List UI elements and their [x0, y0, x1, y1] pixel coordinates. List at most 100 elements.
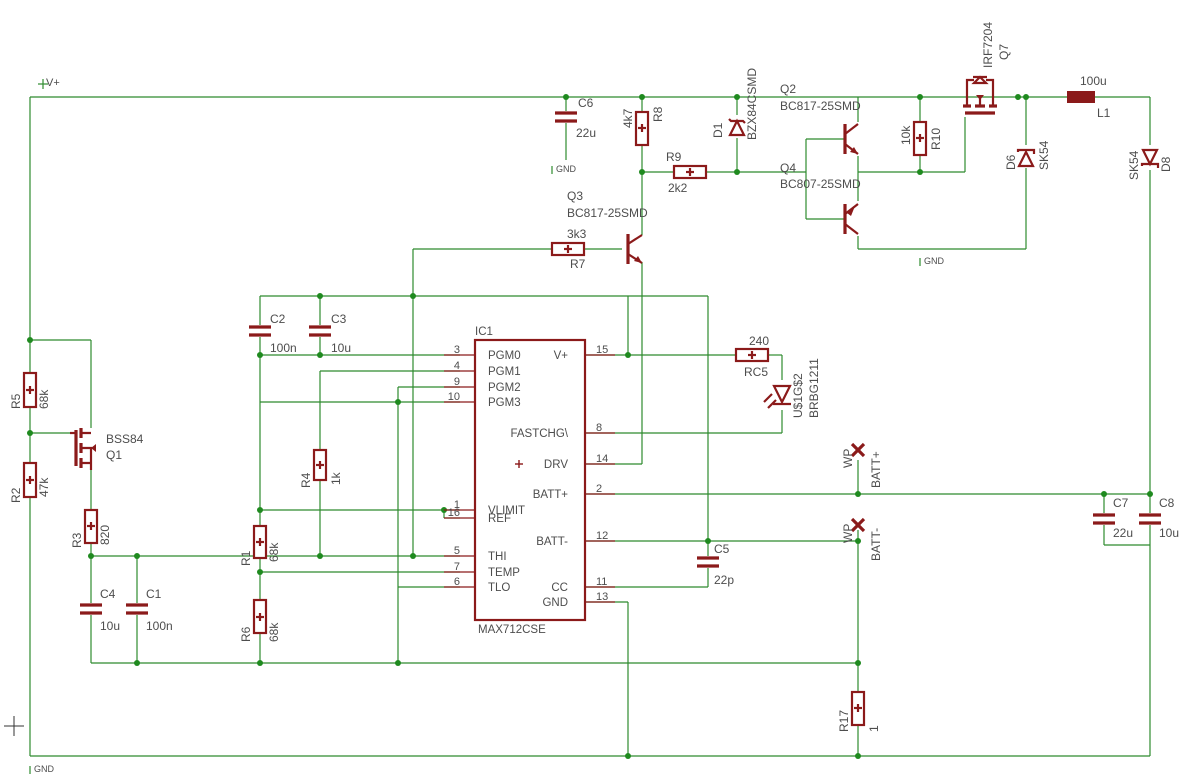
ic-pin-number: 15 [596, 344, 608, 356]
capacitor-c4[interactable]: C4 10u [80, 587, 120, 633]
npn-q2[interactable]: Q2 BC817-25SMD [780, 82, 861, 155]
svg-text:GND: GND [556, 164, 577, 174]
svg-text:GND: GND [34, 764, 55, 774]
svg-text:BZX84CSMD: BZX84CSMD [745, 68, 759, 140]
ic-max712[interactable]: IC1 MAX712CSE [473, 326, 587, 636]
resistor-r10[interactable]: 10k R10 [899, 120, 943, 157]
ic-pin-number: 10 [448, 391, 460, 403]
terminal-batt-pos[interactable]: WP BATT+ [841, 442, 883, 488]
ic-pin-number: 12 [596, 530, 608, 542]
svg-text:100u: 100u [1080, 74, 1107, 88]
terminal-batt-neg[interactable]: WP BATT- [841, 517, 883, 561]
svg-text:R3: R3 [70, 532, 84, 548]
wires [29, 96, 1151, 757]
schottky-d6[interactable]: D6 SK54 [1004, 140, 1051, 170]
svg-text:10u: 10u [331, 341, 351, 355]
npn-q3[interactable]: Q3 BC817-25SMD [567, 189, 648, 264]
zener-d1[interactable]: D1 BZX84CSMD [711, 68, 759, 140]
resistor-r9[interactable]: R9 2k2 [666, 150, 708, 195]
svg-text:C2: C2 [270, 312, 286, 326]
schottky-d8[interactable]: SK54 D8 [1127, 148, 1173, 180]
ic-pin-name: DRV [544, 459, 568, 471]
svg-text:D6: D6 [1004, 154, 1018, 170]
svg-text:GND: GND [924, 256, 945, 266]
svg-text:820: 820 [98, 525, 112, 545]
resistor-rc5[interactable]: 240 RC5 [734, 334, 769, 379]
ic-pin-name: PGM3 [488, 397, 521, 409]
svg-text:68k: 68k [37, 389, 51, 409]
svg-text:R9: R9 [666, 150, 682, 164]
svg-text:D8: D8 [1159, 156, 1173, 172]
svg-text:10u: 10u [1159, 526, 1179, 540]
capacitor-c5[interactable]: C5 22p [697, 542, 734, 587]
capacitor-c6[interactable]: C6 22u [555, 96, 596, 140]
svg-text:BC807-25SMD: BC807-25SMD [780, 177, 861, 191]
resistor-r6[interactable]: R6 68k [239, 598, 281, 642]
led-indicator[interactable]: U$1G$2 BRBG1211 [763, 358, 821, 418]
svg-text:R2: R2 [9, 487, 23, 503]
ic-pin-number: 5 [454, 545, 460, 557]
svg-text:R5: R5 [9, 393, 23, 409]
resistor-r4[interactable]: R4 1k [299, 448, 343, 488]
svg-text:SK54: SK54 [1037, 140, 1051, 170]
svg-text:C7: C7 [1113, 496, 1129, 510]
ic-pin-number: 11 [596, 576, 607, 588]
resistor-r8[interactable]: 4k7 R8 [621, 106, 665, 147]
pmos-q7[interactable]: IRF7204 Q7 [963, 22, 1011, 115]
ic-pin-name: BATT- [536, 536, 568, 548]
svg-text:SK54: SK54 [1127, 150, 1141, 180]
svg-text:IRF7204: IRF7204 [981, 22, 995, 68]
resistor-r3[interactable]: R3 820 [70, 508, 112, 548]
ic-pin-number: 1 [454, 499, 460, 511]
svg-text:MAX712CSE: MAX712CSE [478, 624, 546, 636]
capacitor-c1[interactable]: C1 100n [126, 587, 173, 633]
resistor-r1[interactable]: R1 68k [239, 524, 281, 566]
resistor-r5[interactable]: R5 68k [9, 371, 51, 409]
ic-pin-name: V+ [554, 350, 569, 362]
svg-text:L1: L1 [1097, 106, 1111, 120]
ic-pin-number: 3 [454, 344, 460, 356]
svg-text:22u: 22u [576, 126, 596, 140]
resistor-r17[interactable]: R17 1 [837, 690, 881, 732]
capacitor-c8[interactable]: C8 10u [1139, 496, 1179, 540]
svg-text:R4: R4 [299, 472, 313, 488]
gnd-symbol-c6: GND [551, 164, 577, 174]
resistor-r7[interactable]: 3k3 R7 [550, 227, 587, 271]
svg-text:100n: 100n [270, 341, 297, 355]
pnp-q4[interactable]: Q4 BC807-25SMD [780, 161, 861, 235]
gnd-symbol-q4: GND [919, 256, 945, 266]
origin-cross [4, 716, 24, 736]
svg-text:1k: 1k [329, 471, 343, 485]
svg-text:IC1: IC1 [475, 326, 493, 338]
ic-pin-name: THI [488, 551, 507, 563]
svg-text:240: 240 [749, 334, 769, 348]
capacitor-c3[interactable]: C3 10u [309, 312, 351, 355]
ic-pin-name: CC [551, 582, 568, 594]
svg-text:D1: D1 [711, 122, 725, 138]
svg-text:Q1: Q1 [106, 448, 122, 462]
resistor-r2[interactable]: R2 47k [9, 461, 51, 503]
capacitor-c2[interactable]: C2 100n [249, 312, 297, 355]
svg-text:R17: R17 [837, 710, 851, 732]
ic-pin-name: PGM2 [488, 382, 521, 394]
capacitor-c7[interactable]: C7 22u [1093, 496, 1133, 540]
ic-pin-name: GND [542, 597, 568, 609]
ic-pin-number: 13 [596, 591, 608, 603]
svg-text:BRBG1211: BRBG1211 [807, 358, 821, 418]
svg-text:C6: C6 [578, 96, 594, 110]
svg-text:BC817-25SMD: BC817-25SMD [567, 206, 648, 220]
pmos-q1[interactable]: BSS84 Q1 [70, 428, 144, 470]
inductor-l1[interactable]: 100u L1 [1067, 74, 1111, 120]
svg-text:Q7: Q7 [997, 44, 1011, 60]
ic-pin-number: 7 [454, 561, 460, 573]
